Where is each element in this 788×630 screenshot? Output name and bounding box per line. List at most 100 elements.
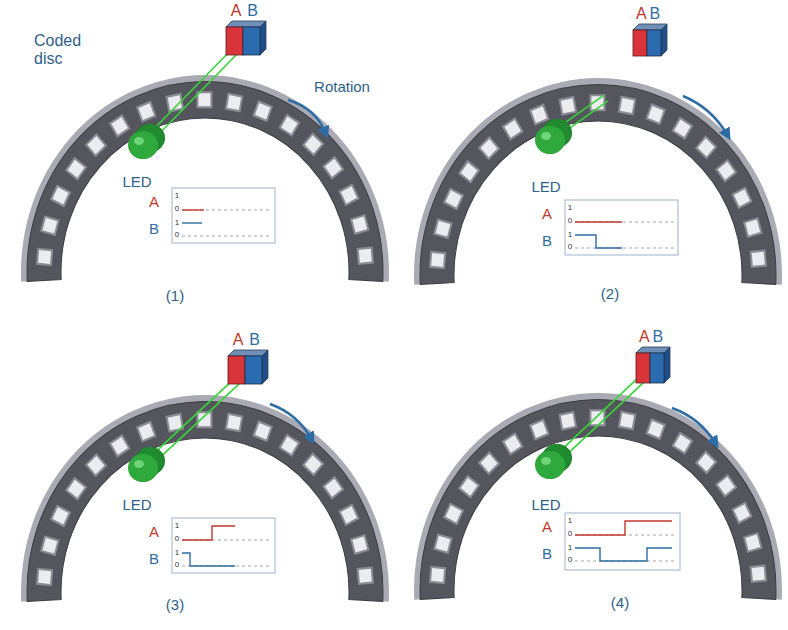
disc-window [86,135,106,156]
signal-a-trace [575,521,672,535]
disc-window [358,248,373,264]
disc-window [459,161,479,182]
sensor-channel-name: A [231,2,242,20]
signal-b-trace [575,548,672,561]
disc-window [37,249,52,265]
disc-window [716,475,736,496]
disc-window [503,434,522,455]
disc-face [420,400,776,600]
led-label: LED [531,179,560,196]
led-label: LED [122,174,151,191]
rotation-arrow [683,96,728,136]
disc-window [303,454,323,475]
led-highlight [541,132,551,140]
level-tick: 1 [568,517,572,526]
panel [21,21,389,282]
disc-window [66,478,86,499]
disc-window [444,189,463,209]
panel-number: (1) [166,288,184,305]
led-label: LED [122,497,151,514]
level-tick: 1 [568,544,572,553]
sensor-side [262,350,268,384]
sensor-channel-name: B [249,331,260,349]
level-tick: 0 [568,243,572,252]
signal-chart-frame [565,513,680,570]
disc-window [110,116,129,137]
zero-baseline [575,248,674,249]
led-front [535,126,565,154]
sensor-channel-name: A [636,5,647,23]
disc-window [733,188,752,208]
disc-window [226,94,242,111]
disc-window [430,252,445,268]
light-ray [561,383,643,460]
led-front [535,451,565,479]
disc-window [673,433,692,454]
disc-window [51,186,70,206]
sensor-top [226,21,266,27]
disc-window [716,160,736,181]
level-tick: 1 [175,192,179,201]
light-ray [557,377,639,454]
disc-window [226,414,242,431]
disc-window [323,157,343,178]
disc-window [434,534,451,552]
disc-window [280,115,299,136]
disc-window [444,504,463,524]
disc-rim [21,75,389,282]
disc-face [27,402,383,602]
sensor-b [243,27,260,55]
level-tick: 1 [175,549,179,558]
led-highlight [541,457,551,465]
sensor-b [650,353,664,383]
disc-window [479,453,499,474]
rotation-arrow [270,404,312,440]
disc-window [137,102,155,121]
disc-window [41,216,58,234]
sensor-channel-name: B [652,328,663,346]
light-ray [155,54,237,138]
signal-a-trace [182,209,204,210]
led-highlight [134,137,144,145]
disc-window [744,533,761,552]
disc-window [340,185,359,205]
disc-window [137,422,155,441]
signal-chart-frame [172,518,275,573]
disc-window [358,568,373,584]
panel [21,350,389,602]
signal-name: B [542,233,552,250]
disc-window [254,421,272,440]
light-ray [149,50,231,134]
disc-window [733,503,752,523]
disc-face [420,85,776,285]
panel-number: (3) [166,597,184,614]
sensor-a [636,353,650,383]
disc-window [647,104,665,123]
disc-window [619,412,635,429]
disc-window [673,118,692,139]
sensor-channel-name: A [233,331,244,349]
disc-window [37,569,52,585]
level-tick: 0 [175,205,179,214]
signal-name: A [542,519,552,536]
level-tick: 0 [175,231,179,240]
sensor-channel-name: B [649,5,660,23]
sensor-b [245,356,262,384]
signal-chart-frame [172,188,275,243]
disc-window [303,134,323,155]
signal-name: B [149,221,159,238]
disc-window [254,101,272,120]
level-tick: 1 [568,204,572,213]
disc-window [479,138,499,159]
level-tick: 0 [568,556,572,565]
led-highlight [134,460,144,468]
sensor-top [228,350,268,356]
light-ray [150,378,235,457]
coded-disc [21,75,389,282]
disc-window [41,536,58,554]
signal-name: B [542,546,552,563]
disc-window [351,215,368,234]
rotation-label: Rotation [314,79,370,96]
signal-name: A [149,524,159,541]
